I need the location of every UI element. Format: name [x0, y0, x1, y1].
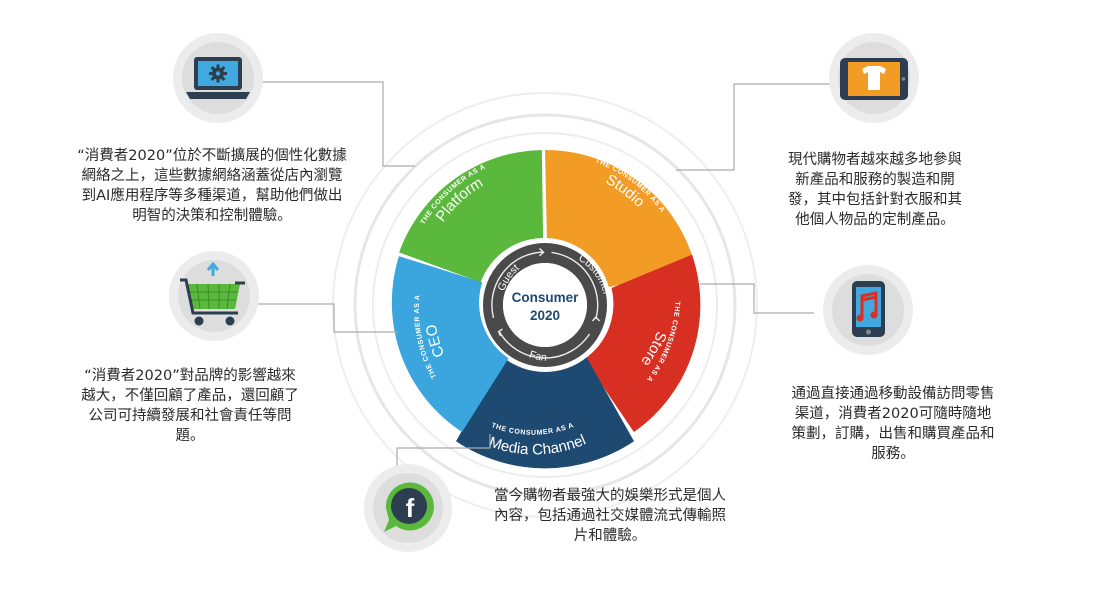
desc-studio-line: 現代購物者越來越多地參與	[788, 152, 962, 168]
desc-media-line: 內容，包括通過社交媒體流式傳輸照	[494, 508, 726, 524]
connector-platform	[262, 81, 415, 167]
segment-studio[interactable]	[545, 149, 697, 287]
connector-store	[700, 283, 814, 314]
desc-studio-line: 發，其中包括針對衣服和其	[788, 192, 962, 208]
connector-studio	[676, 83, 836, 171]
desc-platform-line: 明智的決策和控制體驗。	[132, 208, 292, 224]
center-year: 2020	[530, 308, 560, 323]
segment-store[interactable]	[584, 254, 701, 432]
center-disc	[503, 263, 587, 347]
inner-label-fan: Fan	[528, 349, 548, 364]
svg-text:Fan: Fan	[528, 349, 548, 364]
desc-studio-line: 他個人物品的定制產品。	[795, 212, 955, 228]
desc-store-line: 渠道，消費者2020可隨時隨地	[794, 406, 992, 422]
desc-platform-line: 到AI應用程序等多種渠道，幫助他們做出	[81, 188, 343, 204]
center-title: Consumer	[512, 290, 580, 305]
desc-ceo-line: 越大，不僅回顧了產品，還回顧了	[81, 388, 299, 404]
connector-ceo	[255, 303, 398, 333]
segment-media-channel[interactable]	[456, 357, 634, 469]
desc-ceo-line: 題。	[175, 428, 205, 444]
desc-store: 通過直接通過移動設備訪問零售 渠道，消費者2020可隨時隨地 策劃，訂購，出售和…	[758, 384, 1028, 464]
segment-ceo[interactable]	[391, 256, 509, 432]
shopping-cart-icon	[169, 251, 259, 341]
desc-ceo-line: “消費者2020”對品牌的影響越來	[84, 368, 296, 384]
desc-media-line: 當今購物者最強大的娛樂形式是個人	[494, 488, 726, 504]
desc-studio: 現代購物者越來越多地參與 新產品和服務的製造和開 發，其中包括針對衣服和其 他個…	[760, 150, 990, 230]
laptop-gear-icon	[173, 33, 263, 123]
desc-ceo: “消費者2020”對品牌的影響越來 越大，不僅回顧了產品，還回顧了 公司可持續發…	[40, 366, 340, 446]
desc-store-line: 服務。	[871, 446, 915, 462]
inner-ring	[483, 243, 607, 367]
facebook-icon: f	[364, 464, 452, 552]
tablet-shirt-icon	[829, 33, 919, 123]
desc-ceo-line: 公司可持續發展和社會責任等問	[88, 408, 292, 424]
desc-store-line: 通過直接通過移動設備訪問零售	[791, 386, 995, 402]
inner-ring-arrows	[491, 247, 601, 359]
phone-music-icon	[823, 265, 913, 355]
desc-media: 當今購物者最強大的娛樂形式是個人 內容，包括通過社交媒體流式傳輸照 片和體驗。	[460, 486, 760, 546]
desc-studio-line: 新產品和服務的製造和開	[795, 172, 955, 188]
connector-lines	[255, 81, 836, 474]
desc-store-line: 策劃，訂購，出售和購買產品和	[791, 426, 995, 442]
connector-media	[396, 434, 491, 474]
segment-platform[interactable]	[399, 150, 544, 283]
desc-media-line: 片和體驗。	[573, 528, 647, 544]
desc-platform-line: 網絡之上，這些數據網絡涵蓋從店內瀏覽	[81, 168, 343, 184]
svg-text:f: f	[406, 493, 415, 523]
desc-platform: “消費者2020”位於不斷擴展的個性化數據 網絡之上，這些數據網絡涵蓋從店內瀏覽…	[22, 146, 402, 226]
segment-ring	[391, 149, 701, 469]
desc-platform-line: “消費者2020”位於不斷擴展的個性化數據	[77, 148, 347, 164]
outer-rings	[332, 92, 758, 518]
